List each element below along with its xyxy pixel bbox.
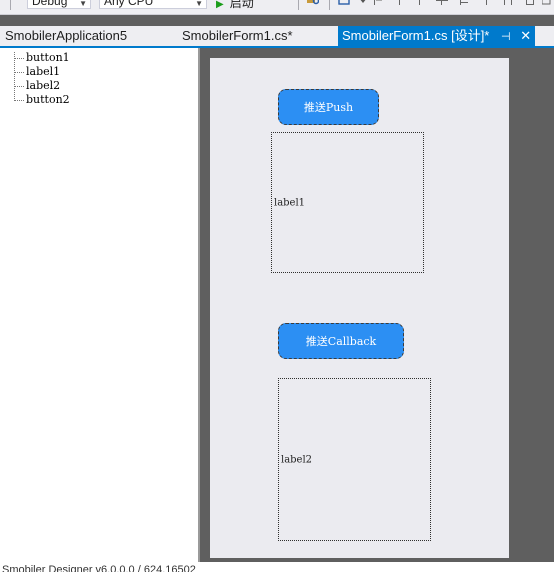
document-outline-panel: button1 label1 label2 button2 (0, 48, 200, 562)
callback-button[interactable]: 推送Callback (278, 323, 404, 359)
outline-item-label: button2 (26, 93, 70, 106)
label2-control[interactable]: label2 (278, 378, 431, 541)
align-middle-icon[interactable] (458, 0, 470, 6)
align-right-icon[interactable] (414, 0, 426, 6)
designer-surface: 推送Push label1 推送Callback label2 (200, 48, 554, 562)
label1-text: label1 (274, 197, 306, 208)
label2-text: label2 (281, 454, 313, 465)
toolbar-separator (329, 0, 330, 10)
document-tab-bar: SmobilerApplication5 SmobilerForm1.cs* S… (0, 26, 554, 46)
align-left-icon[interactable] (372, 0, 384, 6)
pin-icon[interactable]: ⊣ (501, 31, 511, 43)
play-icon: ▶ (216, 0, 224, 10)
start-label: 启动 (229, 0, 254, 10)
configuration-dropdown[interactable]: Debug ▼ (27, 0, 91, 9)
push-button[interactable]: 推送Push (278, 89, 379, 125)
tab-smobiler-form-code[interactable]: SmobilerForm1.cs* (182, 26, 293, 46)
toolbar-separator (298, 0, 299, 10)
tab-smobiler-application[interactable]: SmobilerApplication5 (5, 26, 127, 46)
layout-icon[interactable] (338, 0, 350, 6)
dropdown-arrow-icon[interactable] (357, 0, 369, 6)
size-to-grid-icon[interactable] (542, 0, 554, 6)
chevron-down-icon: ▼ (79, 0, 87, 8)
callback-button-label: 推送Callback (305, 335, 377, 348)
status-bar: Smobiler Designer v6.0.0.0 / 624.16502 (0, 562, 554, 572)
push-button-label: 推送Push (303, 101, 354, 114)
tab-accent-line (0, 46, 554, 48)
platform-value: Any CPU (104, 0, 154, 8)
make-same-width-icon[interactable] (502, 0, 514, 6)
outline-item-label: button1 (26, 51, 70, 64)
start-button[interactable]: ▶ 启动 (216, 0, 254, 11)
make-same-height-icon[interactable] (524, 0, 536, 6)
tab-smobiler-form-designer[interactable]: SmobilerForm1.cs [设计]* ⊣ ✕ (338, 26, 536, 46)
status-text: Smobiler Designer v6.0.0.0 / 624.16502 (2, 564, 196, 572)
align-bottom-icon[interactable] (480, 0, 492, 6)
smobiler-form-canvas[interactable]: 推送Push label1 推送Callback label2 (210, 58, 509, 558)
toolbar-separator (10, 0, 11, 10)
tree-connector (14, 52, 15, 101)
chevron-down-icon: ▼ (195, 0, 203, 8)
find-icon[interactable] (307, 0, 319, 6)
configuration-value: Debug (32, 0, 68, 8)
tab-label: SmobilerForm1.cs* (182, 28, 293, 43)
outline-item-label: label2 (26, 79, 61, 92)
outline-item-label: label1 (26, 65, 61, 78)
close-icon[interactable]: ✕ (520, 28, 532, 43)
platform-dropdown[interactable]: Any CPU ▼ (99, 0, 207, 9)
tab-label: SmobilerApplication5 (5, 28, 128, 43)
label1-control[interactable]: label1 (271, 132, 424, 273)
toolbar: Debug ▼ Any CPU ▼ ▶ 启动 (0, 0, 554, 15)
align-top-icon[interactable] (436, 0, 448, 6)
align-center-icon[interactable] (394, 0, 406, 6)
tab-label: SmobilerForm1.cs [设计]* (342, 28, 490, 43)
